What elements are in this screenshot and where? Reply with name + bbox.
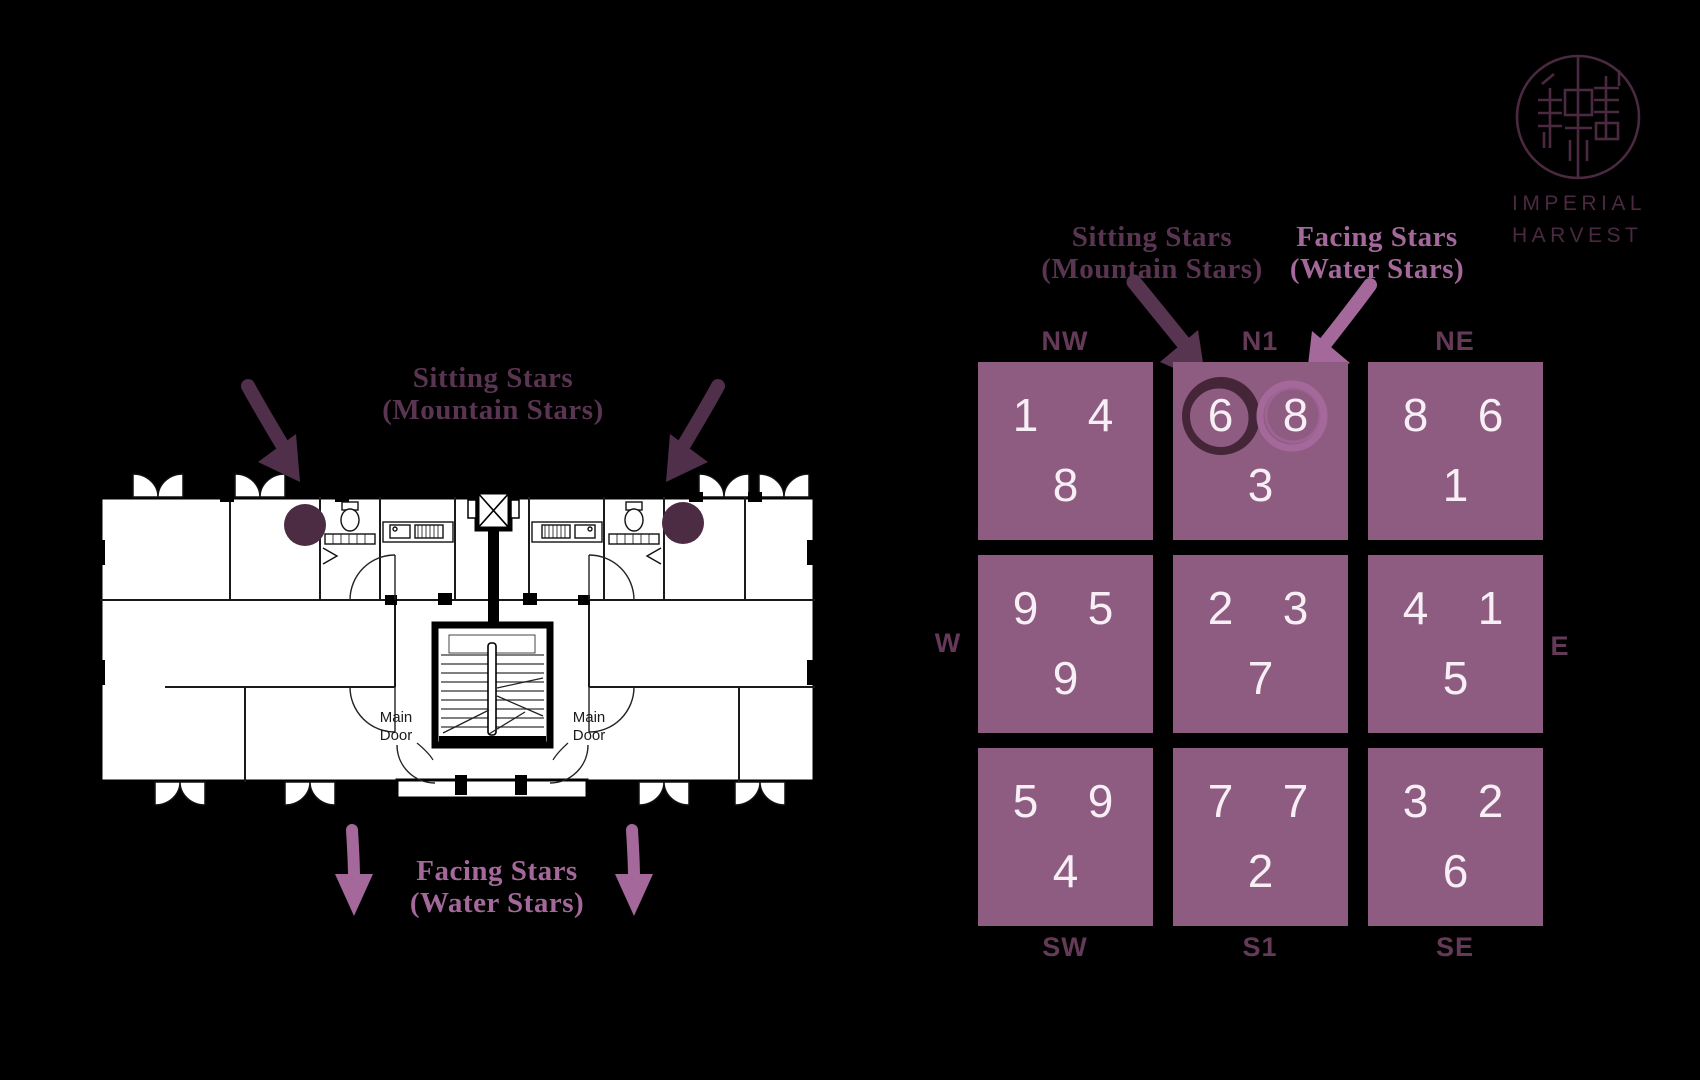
facing-arrow-left-icon bbox=[335, 824, 373, 916]
sitting-arrow-right-icon bbox=[666, 379, 725, 482]
direction-label-nw: NW bbox=[1041, 326, 1089, 356]
grid-cell-w: 9 5 9 bbox=[978, 555, 1153, 733]
direction-label-sw: SW bbox=[1042, 932, 1088, 962]
main-door-label-right-line2: Door bbox=[573, 727, 606, 744]
kitchen-counter-icon-left bbox=[382, 521, 454, 543]
grid-facing-stars-title: Facing Stars (Water Stars) bbox=[1290, 221, 1464, 285]
facing-star-number: 5 bbox=[1087, 582, 1114, 634]
direction-label-se: SE bbox=[1435, 932, 1475, 962]
plan-sitting-title-line1: Sitting Stars bbox=[412, 362, 574, 394]
facing-star-number: 7 bbox=[1282, 775, 1309, 827]
facing-star-number: 8 bbox=[1282, 389, 1309, 441]
grid-cell-se: 3 2 6 bbox=[1368, 748, 1543, 926]
toilet-icon-left bbox=[322, 501, 376, 565]
plan-sitting-stars-title: Sitting Stars (Mountain Stars) bbox=[382, 362, 603, 426]
sitting-star-number: 1 bbox=[1012, 389, 1039, 441]
elevator-icon bbox=[467, 489, 520, 532]
base-star-number: 4 bbox=[1052, 845, 1079, 897]
sitting-star-number: 2 bbox=[1207, 582, 1234, 634]
grid-cell-ne: 8 6 1 bbox=[1368, 362, 1543, 540]
sitting-star-number: 3 bbox=[1402, 775, 1429, 827]
grid-sitting-stars-title: Sitting Stars (Mountain Stars) bbox=[1041, 221, 1262, 285]
facing-star-number: 4 bbox=[1087, 389, 1114, 441]
facing-arrow-right-icon bbox=[615, 824, 653, 916]
direction-label-w: W bbox=[934, 628, 962, 658]
facing-star-number: 1 bbox=[1477, 582, 1504, 634]
direction-label-n1: N1 bbox=[1241, 326, 1279, 356]
main-door-label-left-line2: Door bbox=[380, 727, 413, 744]
facing-star-circle-icon bbox=[1256, 380, 1328, 452]
grid-cell-n1: 6 8 3 bbox=[1173, 362, 1348, 540]
toilet-icon-right bbox=[608, 501, 662, 565]
sitting-star-number: 6 bbox=[1207, 389, 1234, 441]
base-star-number: 5 bbox=[1442, 652, 1469, 704]
sitting-star-circle-icon bbox=[1182, 377, 1260, 455]
plan-sitting-title-line2: (Mountain Stars) bbox=[382, 394, 604, 426]
plan-facing-title-line1: Facing Stars bbox=[416, 855, 578, 887]
base-star-number: 3 bbox=[1247, 459, 1274, 511]
main-door-label-right-line1: Main bbox=[573, 709, 606, 726]
grid-cell-center: 2 3 7 bbox=[1173, 555, 1348, 733]
sitting-star-number: 9 bbox=[1012, 582, 1039, 634]
kitchen-counter-icon-right bbox=[531, 521, 603, 543]
sitting-star-number: 7 bbox=[1207, 775, 1234, 827]
stairs-icon bbox=[431, 621, 554, 749]
facing-star-number: 6 bbox=[1477, 389, 1504, 441]
grid-facing-title-line2: (Water Stars) bbox=[1289, 253, 1465, 285]
base-star-number: 9 bbox=[1052, 652, 1079, 704]
base-star-number: 8 bbox=[1052, 459, 1079, 511]
grid-cell-s1: 7 7 2 bbox=[1173, 748, 1348, 926]
base-star-number: 2 bbox=[1247, 845, 1274, 897]
grid-facing-title-line1: Facing Stars bbox=[1296, 221, 1458, 253]
sitting-arrow-left-icon bbox=[241, 379, 300, 482]
base-star-number: 7 bbox=[1247, 652, 1274, 704]
sitting-star-dot-left bbox=[284, 504, 326, 546]
grid-cell-sw: 5 9 4 bbox=[978, 748, 1153, 926]
base-star-number: 1 bbox=[1442, 459, 1469, 511]
window-icons-bottom bbox=[154, 781, 786, 806]
direction-label-s1: S1 bbox=[1242, 932, 1278, 962]
grid-sitting-title-line2: (Mountain Stars) bbox=[1041, 253, 1263, 285]
grid-cell-e: 4 1 5 bbox=[1368, 555, 1543, 733]
direction-label-ne: NE bbox=[1435, 326, 1475, 356]
facing-star-number: 3 bbox=[1282, 582, 1309, 634]
plan-facing-title-line2: (Water Stars) bbox=[409, 887, 585, 919]
direction-label-e: E bbox=[1550, 631, 1570, 661]
plan-facing-stars-title: Facing Stars (Water Stars) bbox=[410, 855, 584, 919]
facing-star-number: 9 bbox=[1087, 775, 1114, 827]
sitting-star-number: 5 bbox=[1012, 775, 1039, 827]
sitting-star-dot-right bbox=[662, 502, 704, 544]
grid-sitting-title-line1: Sitting Stars bbox=[1071, 221, 1233, 253]
door-arcs bbox=[349, 554, 635, 784]
sitting-star-number: 4 bbox=[1402, 582, 1429, 634]
flying-star-grid: 1 4 8 6 8 3 8 6 1 9 bbox=[978, 362, 1543, 926]
imperial-harvest-seal-icon bbox=[1515, 54, 1641, 180]
window-icons-top bbox=[132, 473, 810, 498]
main-door-leader-lines bbox=[416, 742, 569, 761]
brand-logo: IMPERIAL HARVEST bbox=[1512, 54, 1646, 247]
brand-name-line2: HARVEST bbox=[1512, 224, 1642, 247]
grid-cell-nw: 1 4 8 bbox=[978, 362, 1153, 540]
main-door-label-left-line1: Main bbox=[380, 709, 413, 726]
floor-plan: Main Door Main Door bbox=[95, 473, 818, 806]
facing-star-number: 2 bbox=[1477, 775, 1504, 827]
brand-name-line1: IMPERIAL bbox=[1512, 192, 1646, 215]
sitting-star-number: 8 bbox=[1402, 389, 1429, 441]
base-star-number: 6 bbox=[1442, 845, 1469, 897]
interior-walls bbox=[100, 497, 815, 782]
wall-columns bbox=[95, 492, 817, 795]
